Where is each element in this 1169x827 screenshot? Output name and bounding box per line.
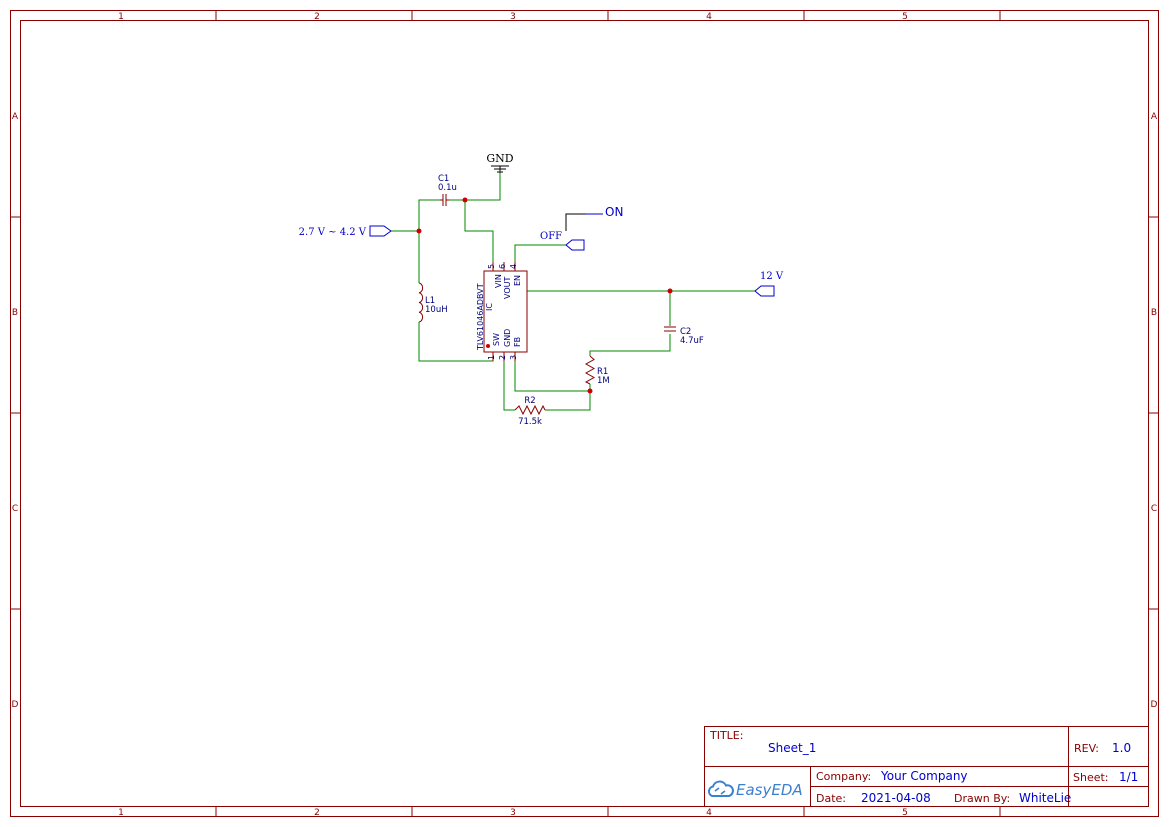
company-value: Your Company [880, 769, 968, 783]
r2-value: 71.5k [518, 417, 542, 427]
frame-row-label: C [12, 504, 18, 514]
wire-fb [514, 352, 590, 392]
pin-name-fb: FB [513, 337, 522, 347]
frame-row-labels-right: A B C D [1151, 112, 1158, 710]
frame-column-label: 2 [314, 12, 320, 22]
frame-column-label: 3 [510, 12, 516, 22]
pin-number: 2 [498, 355, 507, 360]
frame-row-label: B [1151, 308, 1157, 318]
pin-number: 3 [509, 355, 518, 360]
title-block: TITLE: Sheet_1 REV: 1.0 Company: Your Co… [704, 726, 1149, 807]
capacitor-c2: C2 4.7uF [664, 326, 704, 346]
cloud-icon [707, 780, 734, 797]
junction-dot [587, 388, 593, 394]
wire-en [514, 244, 566, 262]
junction-dot [462, 197, 468, 203]
frame-row-label: B [12, 308, 18, 318]
date-value: 2021-04-08 [861, 791, 931, 805]
frame-row-label: D [12, 700, 19, 710]
c2-value: 4.7uF [680, 336, 704, 346]
c1-ref: C1 [438, 174, 449, 184]
frame-row-label: C [1151, 504, 1157, 514]
sheet-value: 1/1 [1119, 770, 1138, 784]
on-net-flag: ON [565, 205, 623, 231]
resistor-r2: R2 71.5k [514, 396, 546, 427]
gnd-label: GND [486, 152, 513, 165]
junctions [416, 197, 673, 394]
pin-name-vin: VIN [494, 274, 503, 288]
wire-vin [391, 199, 465, 232]
c2-ref: C2 [680, 327, 691, 337]
vin-net-port: 2.7 V ~ 4.2 V [299, 225, 392, 238]
frame-row-label: A [1151, 112, 1158, 122]
pin-number: 5 [487, 264, 496, 269]
pin1-marker [486, 344, 490, 348]
ic-part-number: TLV61046ADBVT [476, 283, 485, 351]
c1-value: 0.1u [438, 183, 457, 193]
sheet-title: Sheet_1 [768, 741, 816, 755]
gnd-symbol: GND [486, 152, 514, 173]
wire-r2-left [503, 352, 515, 411]
frame-column-labels-bottom: 1 2 3 4 5 [118, 808, 908, 818]
title-label: TITLE: [709, 729, 743, 742]
vin-net-label: 2.7 V ~ 4.2 V [299, 227, 367, 238]
frame-column-label: 4 [706, 12, 712, 22]
wire-gnd [465, 171, 501, 201]
on-net-label: ON [605, 205, 623, 219]
rev-value: 1.0 [1112, 741, 1131, 755]
frame-column-labels-top: 1 2 3 4 5 [118, 12, 908, 22]
frame-row-label: D [1151, 700, 1158, 710]
r2-ref: R2 [524, 396, 535, 406]
frame-column-label: 5 [902, 808, 908, 818]
logo-text: EasyEDA [736, 781, 803, 799]
off-net-port: OFF [540, 231, 585, 251]
frame-column-label: 1 [118, 808, 124, 818]
r1-ref: R1 [597, 367, 608, 377]
frame-row-label: A [12, 112, 19, 122]
frame-column-label: 5 [902, 12, 908, 22]
capacitor-c1: C1 0.1u [438, 174, 457, 206]
pin-number: 1 [487, 355, 496, 360]
wire-r2-right [545, 391, 591, 411]
frame-column-label: 2 [314, 808, 320, 818]
rev-label: REV: [1074, 742, 1099, 755]
pin-name-sw: SW [492, 333, 501, 346]
wire-ic-vin [464, 200, 494, 262]
sheet-label: Sheet: [1073, 771, 1109, 784]
pin-number: 4 [509, 264, 518, 269]
pin-name-vout: VOUT [503, 277, 512, 299]
wires [391, 171, 755, 411]
company-label: Company: [816, 770, 871, 783]
r1-value: 1M [597, 376, 610, 386]
l1-ref: L1 [425, 296, 435, 306]
junction-dot [416, 228, 422, 234]
pin-name-en: EN [513, 275, 522, 286]
frame-column-label: 1 [118, 12, 124, 22]
pin-number: 6 [498, 264, 507, 269]
easyeda-logo: EasyEDA [707, 780, 803, 799]
out-net-label: 12 V [760, 271, 784, 282]
resistor-r1: R1 1M [584, 355, 610, 386]
date-label: Date: [816, 792, 846, 805]
drawn-by-value: WhiteLie [1019, 791, 1071, 805]
inductor-l1: L1 10uH [418, 282, 448, 323]
out-12v-net-port: 12 V [754, 271, 784, 297]
frame-row-labels-left: A B C D [12, 112, 19, 710]
wire-c2-bottom [589, 334, 671, 356]
pin-name-gnd: GND [503, 329, 512, 347]
junction-dot [667, 288, 673, 294]
off-net-label: OFF [540, 231, 562, 242]
frame-column-label: 3 [510, 808, 516, 818]
drawing-frame [10, 10, 1159, 817]
l1-value: 10uH [425, 305, 448, 315]
ic-ref: IC [485, 303, 494, 311]
ic-tlv61046: TLV61046ADBVT IC VIN VOUT EN SW GND FB 5… [476, 262, 528, 361]
frame-column-label: 4 [706, 808, 712, 818]
drawn-by-label: Drawn By: [954, 792, 1010, 805]
